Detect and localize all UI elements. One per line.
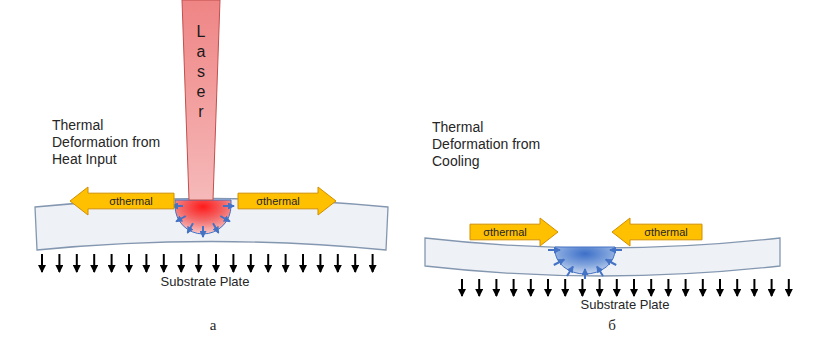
- caption-text: Thermal Deformation from Cooling: [432, 119, 550, 170]
- stress-label: σthermal: [644, 226, 687, 239]
- stress-arrow: σthermal: [612, 218, 702, 246]
- stress-label: σthermal: [483, 226, 526, 239]
- stress-arrow: σthermal: [70, 187, 174, 215]
- stress-label: σthermal: [256, 195, 299, 208]
- beam-label: Laser: [195, 22, 208, 122]
- substrate-label: Substrate Plate: [581, 297, 670, 312]
- substrate-label: Substrate Plate: [161, 274, 250, 289]
- stress-arrow: σthermal: [238, 187, 336, 215]
- contraction-arrows: [548, 250, 622, 279]
- laser-beam: Laser: [182, 0, 220, 200]
- plate: [425, 238, 780, 276]
- panel-letter: б: [608, 317, 616, 334]
- arrow-shape: [238, 187, 336, 215]
- substrate-arrows: [462, 279, 789, 296]
- arrow-shape: [70, 187, 174, 215]
- arrow-shape: [470, 218, 558, 246]
- caption-text: Thermal Deformation from Heat Input: [52, 117, 170, 168]
- substrate-arrows: [42, 254, 373, 272]
- stress-arrow: σthermal: [470, 218, 558, 246]
- expansion-arrows: [172, 206, 234, 237]
- panel-letter: а: [210, 317, 217, 334]
- arrow-shape: [612, 218, 702, 246]
- stress-label: σthermal: [109, 195, 152, 208]
- beam-shape: [182, 0, 220, 200]
